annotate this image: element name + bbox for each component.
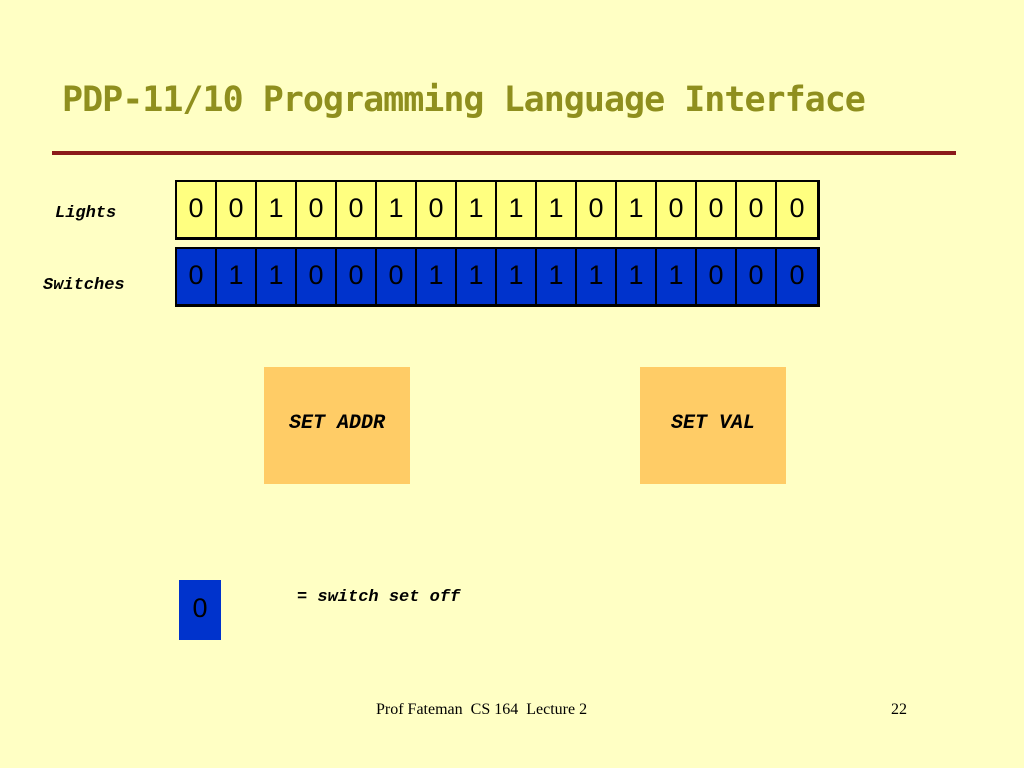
light-bit-4: 0 — [337, 182, 377, 237]
light-bit-1: 0 — [217, 182, 257, 237]
light-bit-0: 0 — [177, 182, 217, 237]
light-bit-3: 0 — [297, 182, 337, 237]
switch-bit-8[interactable]: 1 — [497, 249, 537, 304]
light-bit-12: 0 — [657, 182, 697, 237]
light-bit-10: 0 — [577, 182, 617, 237]
switch-bit-12[interactable]: 1 — [657, 249, 697, 304]
set-val-button[interactable]: SET VAL — [640, 367, 786, 484]
light-bit-7: 1 — [457, 182, 497, 237]
light-bit-2: 1 — [257, 182, 297, 237]
light-bit-8: 1 — [497, 182, 537, 237]
lights-label: Lights — [55, 204, 117, 223]
slide-title: PDP-11/10 Programming Language Interface — [62, 80, 866, 120]
legend-switch-off-sample: 0 — [179, 580, 221, 640]
switch-bit-13[interactable]: 0 — [697, 249, 737, 304]
light-bit-13: 0 — [697, 182, 737, 237]
title-underline — [52, 151, 956, 155]
light-bit-6: 0 — [417, 182, 457, 237]
light-bit-15: 0 — [777, 182, 817, 237]
slide-footer: Prof Fateman CS 164 Lecture 2 — [376, 701, 588, 718]
switches-label: Switches — [43, 276, 125, 295]
switch-bit-1[interactable]: 1 — [217, 249, 257, 304]
switch-bit-11[interactable]: 1 — [617, 249, 657, 304]
switch-bit-10[interactable]: 1 — [577, 249, 617, 304]
page-number: 22 — [891, 701, 907, 718]
light-bit-11: 1 — [617, 182, 657, 237]
set-addr-button[interactable]: SET ADDR — [264, 367, 410, 484]
light-bit-9: 1 — [537, 182, 577, 237]
switch-bit-5[interactable]: 0 — [377, 249, 417, 304]
switch-bit-15[interactable]: 0 — [777, 249, 817, 304]
switch-bit-9[interactable]: 1 — [537, 249, 577, 304]
switch-bit-2[interactable]: 1 — [257, 249, 297, 304]
light-bit-5: 1 — [377, 182, 417, 237]
switch-bit-0[interactable]: 0 — [177, 249, 217, 304]
legend-text: = switch set off — [297, 588, 461, 607]
switch-bit-4[interactable]: 0 — [337, 249, 377, 304]
switch-bit-7[interactable]: 1 — [457, 249, 497, 304]
switch-bit-3[interactable]: 0 — [297, 249, 337, 304]
switch-bit-6[interactable]: 1 — [417, 249, 457, 304]
switch-bit-14[interactable]: 0 — [737, 249, 777, 304]
light-bit-14: 0 — [737, 182, 777, 237]
